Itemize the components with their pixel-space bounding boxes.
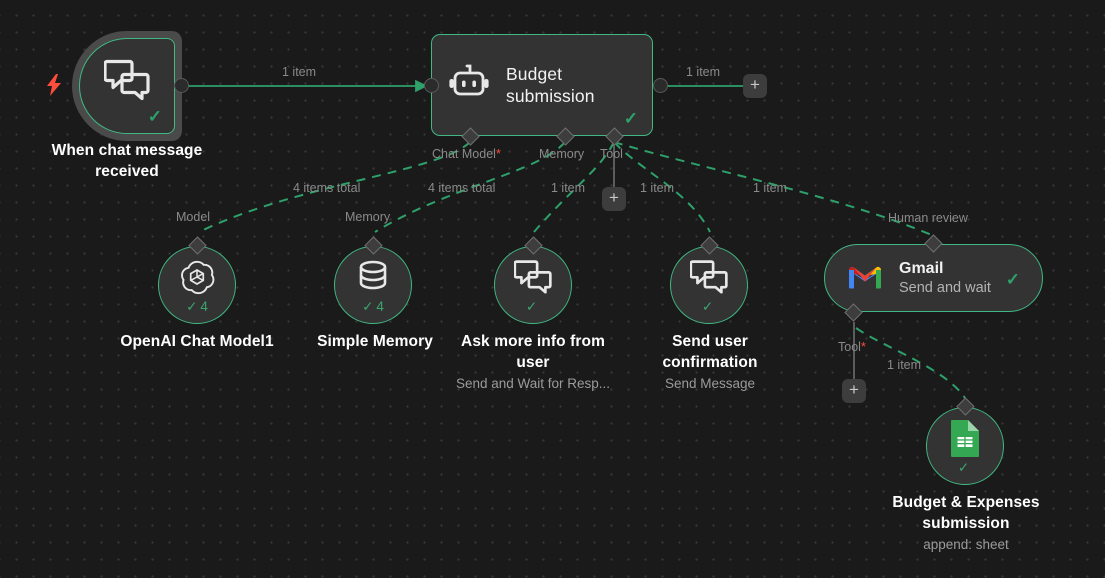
port-label-memory: Memory — [539, 147, 584, 162]
chat-bubbles-icon — [513, 259, 552, 299]
node-gmail[interactable]: Gmail Send and wait ✓ — [824, 244, 1043, 312]
required-marker: * — [860, 340, 866, 354]
execution-badge: ✓4 — [334, 300, 412, 314]
node-body[interactable]: ✓ — [670, 246, 748, 324]
lightning-bolt-icon — [45, 74, 63, 98]
node-label-openai: OpenAI Chat Model1 — [120, 333, 274, 350]
input-port-agent[interactable] — [424, 78, 439, 93]
chat-bubbles-icon — [689, 259, 728, 299]
item-count: 4 — [376, 299, 384, 314]
output-port-trigger[interactable] — [174, 78, 189, 93]
node-label-ask-more-info: Ask more info from user — [438, 331, 628, 373]
check-icon: ✓ — [362, 299, 374, 314]
node-title-gmail: Gmail — [899, 259, 944, 277]
execution-badge: ✓ — [926, 461, 1004, 475]
port-label-tool: Tool — [600, 147, 623, 162]
check-icon: ✓ — [701, 299, 714, 314]
edge-label-tool-gmail: 1 item — [753, 181, 788, 195]
port-label-text: Chat Model — [432, 147, 496, 161]
node-body[interactable]: ✓ — [494, 246, 572, 324]
node-title-agent: Budget submission — [506, 63, 595, 107]
gmail-text-block: Gmail Send and wait — [899, 259, 991, 298]
node-label-send-user-confirmation: Send user confirmation — [615, 331, 805, 373]
edge-label-chat-model: 4 items total — [293, 181, 361, 195]
add-tool-button-agent[interactable]: + — [602, 187, 626, 211]
node-label-line2: submission — [922, 515, 1010, 532]
edge-label-human-review: Human review — [888, 211, 968, 225]
node-subtitle-budget-expenses: append: sheet — [923, 537, 1009, 552]
item-count: 4 — [200, 299, 208, 314]
edge-label-agent-out: 1 item — [686, 65, 721, 79]
node-simple-memory[interactable]: ✓4 — [334, 246, 412, 324]
database-icon — [356, 258, 390, 301]
google-sheets-icon — [949, 418, 981, 463]
edge-label-memory: 4 items total — [428, 181, 496, 195]
port-label-chat-model: Chat Model* — [432, 147, 501, 162]
edge-label-gmail-sheets: 1 item — [887, 358, 922, 372]
node-send-user-confirmation[interactable]: ✓ — [670, 246, 748, 324]
node-label-line1: When chat message — [51, 142, 203, 159]
node-label-trigger: When chat message received — [32, 140, 222, 182]
node-body[interactable]: ✓ — [926, 407, 1004, 485]
required-marker: * — [495, 147, 501, 161]
robot-icon — [448, 64, 490, 107]
node-label-line1: Budget & Expenses — [892, 494, 1040, 511]
agent-title-line2: submission — [506, 86, 595, 106]
node-when-chat-message-received[interactable]: ✓ — [72, 31, 182, 141]
port-label-model: Model — [176, 210, 211, 224]
node-subtitle-send-user-confirmation: Send Message — [664, 376, 756, 391]
output-port-agent[interactable] — [653, 78, 668, 93]
port-label-gmail-tool: Tool* — [838, 340, 866, 355]
node-body[interactable]: ✓ — [79, 38, 175, 134]
status-check-icon-agent: ✓ — [623, 109, 638, 128]
status-check-icon: ✓ — [147, 107, 162, 126]
execution-badge: ✓ — [494, 300, 572, 314]
agent-title-line1: Budget — [506, 64, 563, 84]
port-label-text: Tool — [600, 147, 623, 161]
node-label-line2: user — [516, 354, 550, 371]
node-subtitle-ask-more-info: Send and Wait for Resp... — [455, 376, 611, 391]
node-budget-submission[interactable]: Budget submission ✓ — [431, 34, 653, 136]
edge-label-trigger-agent: 1 item — [282, 65, 317, 79]
node-body[interactable]: ✓4 — [334, 246, 412, 324]
node-subtitle-gmail: Send and wait — [899, 279, 991, 296]
port-label-memory-sub: Memory — [345, 210, 391, 224]
edge-label-tool-send: 1 item — [640, 181, 675, 195]
execution-badge: ✓4 — [158, 300, 236, 314]
check-icon: ✓ — [186, 299, 198, 314]
openai-icon — [178, 258, 216, 301]
node-openai-chat-model1[interactable]: ✓4 — [158, 246, 236, 324]
node-ask-more-info-from-user[interactable]: ✓ — [494, 246, 572, 324]
status-check-icon-gmail: ✓ — [1005, 270, 1020, 289]
node-label-line2: received — [95, 163, 159, 180]
port-label-text: Memory — [539, 147, 585, 161]
edge-label-tool-ask: 1 item — [551, 181, 586, 195]
execution-badge: ✓ — [670, 300, 748, 314]
port-label-text: Tool — [838, 340, 861, 354]
node-budget-expenses-submission[interactable]: ✓ — [926, 407, 1004, 485]
add-tool-button-gmail[interactable]: + — [842, 379, 866, 403]
check-icon: ✓ — [525, 299, 538, 314]
node-label-line1: Send user — [672, 333, 748, 350]
check-icon: ✓ — [957, 460, 970, 475]
chat-bubbles-icon — [103, 59, 150, 106]
node-label-simple-memory: Simple Memory — [317, 333, 433, 350]
node-label-line1: Ask more info from — [461, 333, 605, 350]
add-node-button-agent-out[interactable]: + — [743, 74, 767, 98]
gmail-icon — [847, 262, 883, 295]
node-body[interactable]: ✓4 — [158, 246, 236, 324]
node-label-line2: confirmation — [662, 354, 758, 371]
node-label-budget-expenses: Budget & Expenses submission — [870, 492, 1062, 534]
